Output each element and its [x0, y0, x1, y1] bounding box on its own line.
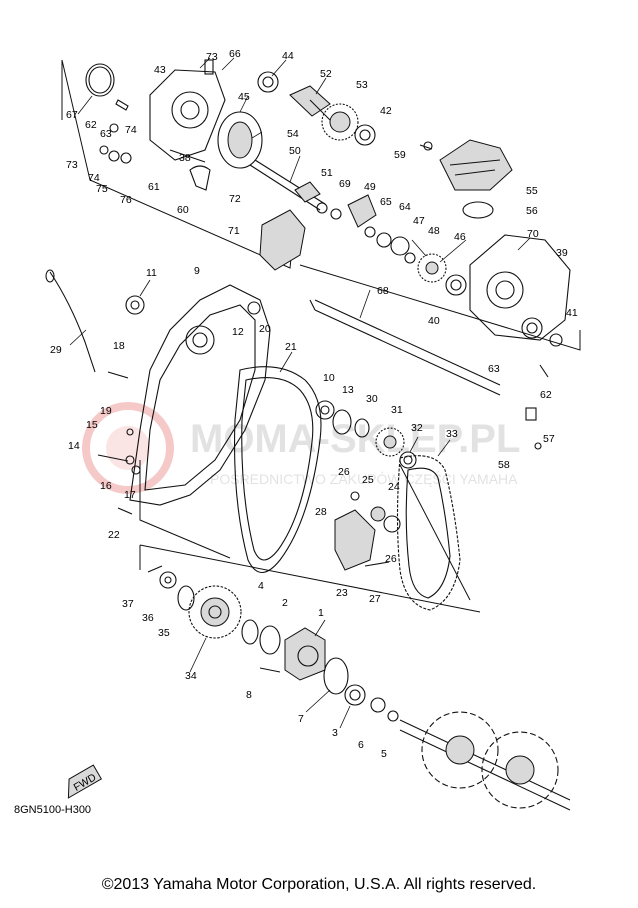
callout: 14 [68, 440, 80, 452]
callout: 73 [206, 51, 218, 63]
callout: 26 [338, 466, 350, 478]
callout: 8 [246, 689, 252, 701]
callout: 16 [100, 480, 112, 492]
callout: 5 [381, 748, 387, 760]
sprocket-assembly [315, 400, 417, 571]
callout: 32 [411, 422, 423, 434]
callout: 4 [258, 580, 264, 592]
upper-assembly [85, 59, 571, 450]
callout: 73 [66, 159, 78, 171]
callout: 52 [320, 68, 332, 80]
callout: 75 [96, 183, 108, 195]
callout-labels: 73 66 44 43 67 62 63 74 73 74 75 76 45 3… [50, 48, 578, 760]
callout: 45 [238, 91, 250, 103]
callout: 25 [362, 474, 374, 486]
drawing-code: 8GN5100-H300 [14, 804, 92, 816]
callout: 20 [259, 323, 271, 335]
callout: 74 [125, 124, 137, 136]
callout: 46 [454, 231, 466, 243]
callout: 62 [540, 389, 552, 401]
callout: 72 [229, 193, 241, 205]
callout: 69 [339, 178, 351, 190]
callout: 19 [100, 405, 112, 417]
callout: 55 [526, 185, 538, 197]
callout: 71 [228, 225, 240, 237]
callout: 9 [194, 265, 200, 277]
callout: 1 [318, 607, 324, 619]
watermark: MOMA-SKLEP.PL POŚREDNICTWO ZAKUPÓW CZĘŚC… [82, 402, 520, 494]
callout: 60 [177, 204, 189, 216]
callout: 18 [113, 340, 125, 352]
callout: 10 [323, 372, 335, 384]
callout: 35 [158, 627, 170, 639]
callout: 30 [366, 393, 378, 405]
callout: 48 [428, 225, 440, 237]
callout: 61 [148, 181, 160, 193]
callout: 63 [488, 363, 500, 375]
callout: 37 [122, 598, 134, 610]
callout: 27 [369, 593, 381, 605]
callout: 2 [282, 597, 288, 609]
callout: 43 [154, 64, 166, 76]
callout: 6 [358, 739, 364, 751]
callout: 64 [399, 201, 411, 213]
callout: 76 [120, 194, 132, 206]
callout: 54 [287, 128, 299, 140]
watermark-logo [82, 402, 174, 494]
callout: 42 [380, 105, 392, 117]
callout: 24 [388, 481, 400, 493]
callout: 40 [428, 315, 440, 327]
callout: 38 [179, 152, 191, 164]
callout: 49 [364, 181, 376, 193]
lower-assembly: FWD [67, 565, 571, 811]
callout: 65 [380, 196, 392, 208]
callout: 28 [315, 506, 327, 518]
callout: 3 [332, 727, 338, 739]
callout: 23 [336, 587, 348, 599]
callout: 57 [543, 433, 555, 445]
callout: 62 [85, 119, 97, 131]
copyright-notice: ©2013 Yamaha Motor Corporation, U.S.A. A… [101, 876, 537, 893]
callout: 51 [321, 167, 333, 179]
callout: 22 [108, 529, 120, 541]
callout: 21 [285, 341, 297, 353]
callout: 47 [413, 215, 425, 227]
callout: 68 [377, 285, 389, 297]
chaincase [45, 269, 271, 515]
fwd-arrow-icon: FWD [67, 764, 103, 799]
callout: 63 [100, 128, 112, 140]
callout: 15 [86, 419, 98, 431]
callout: 58 [498, 459, 510, 471]
callout: 33 [446, 428, 458, 440]
leader-lines [69, 57, 531, 729]
callout: 31 [391, 404, 403, 416]
callout: 56 [526, 205, 538, 217]
watermark-subtext: POŚREDNICTWO ZAKUPÓW CZĘŚCI YAMAHA [210, 470, 518, 487]
drive-chain [233, 366, 461, 611]
callout: 17 [124, 489, 136, 501]
callout: 66 [229, 48, 241, 60]
callout: 67 [66, 109, 78, 121]
callout: 7 [298, 713, 304, 725]
callout: 39 [556, 247, 568, 259]
callout: 36 [142, 612, 154, 624]
callout: 53 [356, 79, 368, 91]
callout: 13 [342, 384, 354, 396]
callout: 34 [185, 670, 197, 682]
callout: 26 [385, 553, 397, 565]
callout: 12 [232, 326, 244, 338]
callout: 50 [289, 145, 301, 157]
callout: 44 [282, 50, 294, 62]
callout: 74 [88, 172, 100, 184]
callout: 70 [527, 228, 539, 240]
callout: 41 [566, 307, 578, 319]
callout: 29 [50, 344, 62, 356]
callout: 11 [146, 267, 157, 279]
callout: 59 [394, 149, 406, 161]
